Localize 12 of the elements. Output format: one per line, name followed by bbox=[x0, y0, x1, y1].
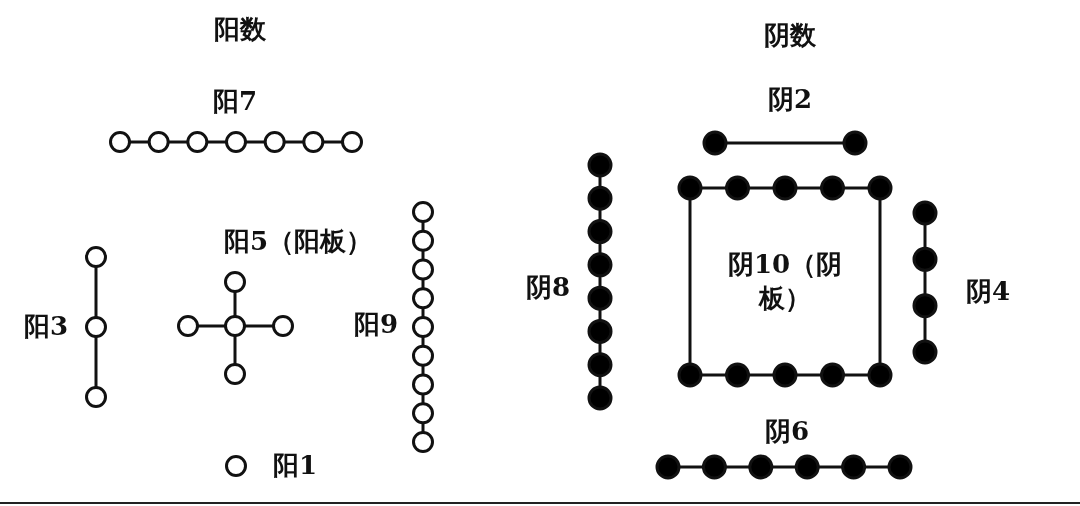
number-label: 阳9 bbox=[353, 308, 399, 342]
section-heading: 阳数 bbox=[214, 13, 266, 47]
number-label: 阴2 bbox=[767, 83, 813, 117]
number-label: 阴10（阴板） bbox=[726, 248, 844, 315]
number-label: 阴8 bbox=[525, 271, 571, 305]
number-label: 阳3 bbox=[23, 310, 69, 344]
section-heading: 阴数 bbox=[764, 19, 816, 53]
number-label: 阴6 bbox=[764, 415, 810, 449]
number-label: 阳5（阳板） bbox=[223, 225, 373, 259]
number-label: 阳7 bbox=[212, 85, 258, 119]
number-label: 阴4 bbox=[965, 275, 1011, 309]
number-label: 阳1 bbox=[272, 449, 318, 483]
